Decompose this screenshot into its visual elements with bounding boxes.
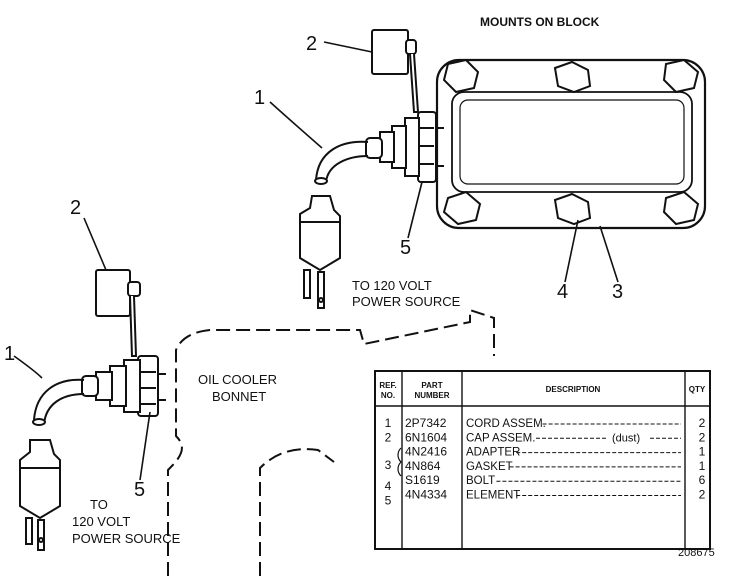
callout-left-adapter: 5 xyxy=(134,479,145,501)
row-ref: 5 xyxy=(385,494,392,508)
row-ref: 3 xyxy=(385,458,392,472)
row-part-number: 4N864 xyxy=(405,459,441,473)
row-ref: 1 xyxy=(385,416,392,430)
row-group-brace xyxy=(397,447,402,477)
row-part-number: 4N4334 xyxy=(405,488,447,502)
row-ref: 2 xyxy=(385,430,392,444)
row-description: BOLT xyxy=(466,475,495,487)
row-qty: 2 xyxy=(699,416,706,430)
top-power-source-line2: POWER SOURCE xyxy=(352,294,461,309)
callout-top-cord: 1 xyxy=(254,87,265,109)
header-description: DESCRIPTION xyxy=(546,385,601,394)
row-note: (dust) xyxy=(612,432,640,444)
row-description: CORD ASSEM. xyxy=(466,418,546,430)
callout-leader-lines xyxy=(13,41,619,481)
header-part-line2: NUMBER xyxy=(414,391,449,400)
left-adapter-assembly xyxy=(81,355,166,417)
header-qty: QTY xyxy=(689,385,706,394)
left-power-source-line3: POWER SOURCE xyxy=(72,531,181,546)
callout-top-adapter: 5 xyxy=(400,237,411,259)
callout-top-cap: 2 xyxy=(306,33,317,55)
left-power-source-line1: TO xyxy=(90,497,108,512)
top-cord-and-plug xyxy=(299,140,369,309)
header-ref-line1: REF. xyxy=(379,381,396,390)
parts-table-frame xyxy=(374,370,711,550)
callout-left-cap: 2 xyxy=(70,197,81,219)
oil-cooler-label-line2: BONNET xyxy=(212,389,266,404)
oil-cooler-bonnet-outline xyxy=(167,308,495,576)
row-part-number: 2P7342 xyxy=(405,416,447,430)
row-qty: 1 xyxy=(699,445,706,459)
row-ref: 4 xyxy=(385,479,392,493)
row-qty: 2 xyxy=(699,488,706,502)
left-cord-and-plug xyxy=(19,378,85,551)
row-description: GASKET xyxy=(466,461,513,473)
header-ref-line2: NO. xyxy=(381,391,395,400)
row-part-number: 4N2416 xyxy=(405,445,447,459)
row-qty: 2 xyxy=(699,430,706,444)
row-description: ELEMENT xyxy=(466,490,520,502)
left-power-source-line2: 120 VOLT xyxy=(72,514,130,529)
left-dust-cap xyxy=(95,269,141,357)
row-qty: 6 xyxy=(699,473,706,487)
oil-cooler-label-line1: OIL COOLER xyxy=(198,372,277,387)
row-note-backing xyxy=(608,430,648,444)
row-description: ADAPTER xyxy=(466,447,520,459)
row-description: CAP ASSEM. xyxy=(466,432,535,444)
callout-left-cord: 1 xyxy=(4,343,15,365)
mounts-on-block-label: MOUNTS ON BLOCK xyxy=(480,15,600,29)
block-mount-bolt-heads xyxy=(442,58,700,226)
top-adapter-assembly xyxy=(365,111,444,183)
row-part-number: S1619 xyxy=(405,473,440,487)
callout-top-element: 3 xyxy=(612,281,623,303)
parts-table-header: REF. NO. PART NUMBER DESCRIPTION QTY xyxy=(379,381,706,400)
callout-top-gasket: 4 xyxy=(557,281,568,303)
row-qty: 1 xyxy=(699,459,706,473)
top-power-source-line1: TO 120 VOLT xyxy=(352,278,432,293)
row-part-number: 6N1604 xyxy=(405,430,447,444)
callout-numbers: 2 1 5 4 3 2 1 5 xyxy=(4,33,623,501)
header-part-line1: PART xyxy=(421,381,442,390)
top-dust-cap xyxy=(371,29,420,113)
